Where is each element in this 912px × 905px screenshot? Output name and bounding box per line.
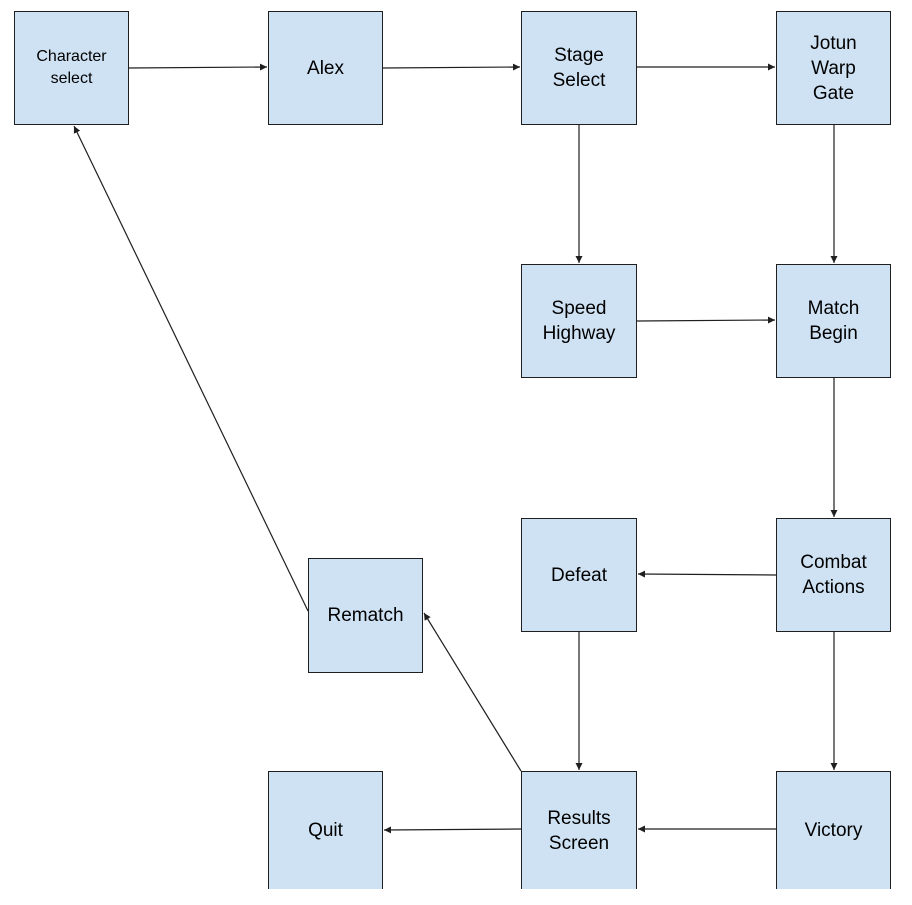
node-label: Rematch — [327, 605, 404, 626]
node-label: Results Screen — [547, 807, 611, 854]
edge-combat-actions-to-defeat — [637, 570, 777, 578]
node-results-screen[interactable]: Results Screen — [521, 771, 637, 889]
node-rematch[interactable]: Rematch — [308, 558, 423, 673]
node-victory[interactable]: Victory — [776, 771, 891, 889]
edge-results-screen-to-quit — [383, 826, 522, 834]
edge-results-screen-to-rematch — [423, 612, 522, 772]
node-label: Combat Actions — [800, 552, 867, 598]
node-defeat[interactable]: Defeat — [521, 518, 637, 632]
node-speed-highway[interactable]: Speed Highway — [521, 264, 637, 378]
node-combat-actions[interactable]: Combat Actions — [776, 518, 891, 632]
node-label: Match Begin — [807, 298, 860, 344]
node-label: Quit — [308, 820, 343, 841]
node-jotun-warp-gate[interactable]: Jotun Warp Gate — [776, 11, 891, 125]
edge-speed-highway-to-match-begin — [636, 316, 776, 324]
node-alex[interactable]: Alex — [268, 11, 383, 125]
node-label: Victory — [804, 820, 863, 841]
node-character-select[interactable]: Character select — [14, 11, 129, 125]
node-label: Character select — [36, 48, 107, 87]
edge-alex-to-stage-select — [382, 63, 521, 71]
edge-rematch-to-character-select — [73, 125, 309, 612]
node-match-begin[interactable]: Match Begin — [776, 264, 891, 378]
node-label: Stage Select — [552, 45, 606, 91]
node-stage-select[interactable]: Stage Select — [521, 11, 637, 125]
node-label: Defeat — [551, 564, 607, 586]
node-quit[interactable]: Quit — [268, 771, 383, 889]
node-label: Jotun Warp Gate — [810, 32, 857, 104]
edge-character-select-to-alex — [128, 63, 268, 71]
node-label: Speed Highway — [542, 298, 616, 344]
node-label: Alex — [307, 57, 344, 79]
